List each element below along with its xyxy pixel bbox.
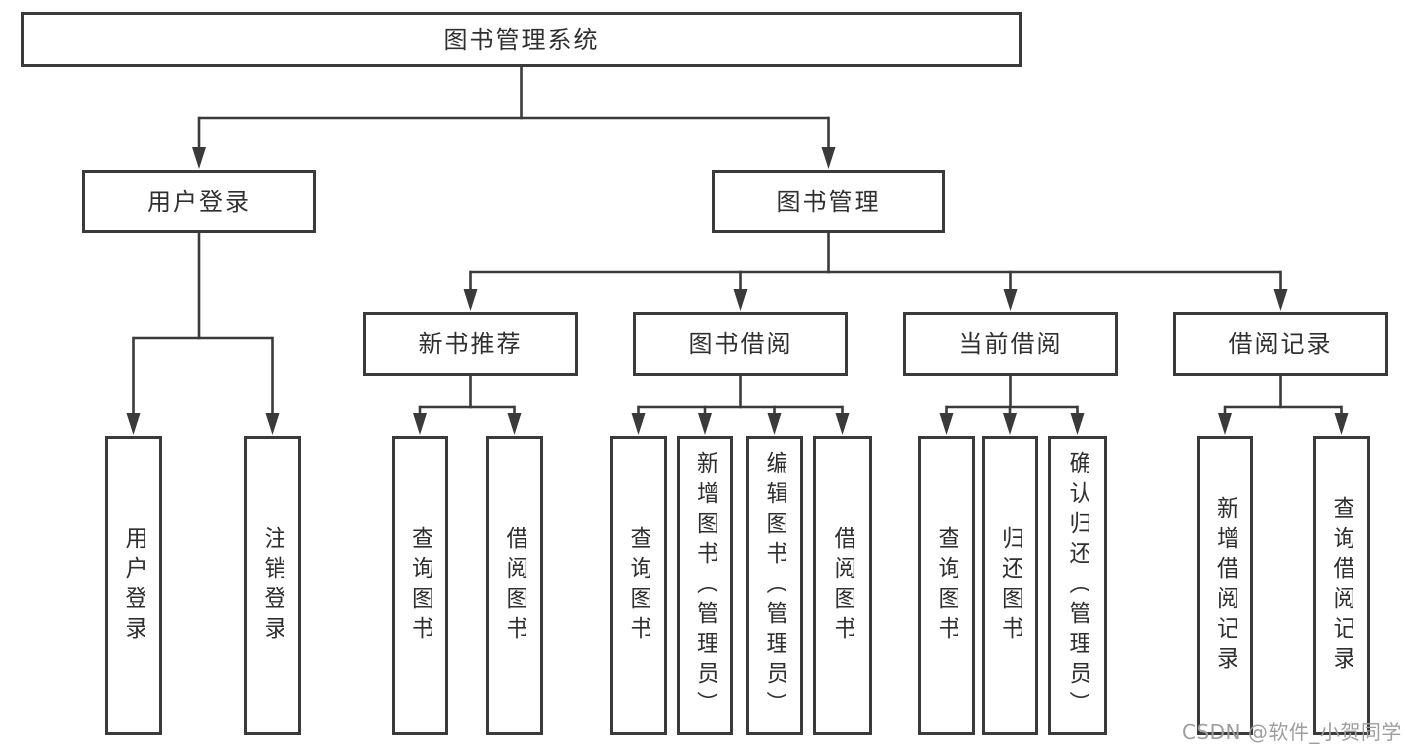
- leaf-borrow-books-recommend: 借阅图书: [486, 436, 543, 735]
- node-book-borrowing: 图书借阅: [633, 312, 848, 376]
- node-user-login: 用户登录: [82, 170, 316, 233]
- leaf-query-books-current: 查询图书: [918, 436, 975, 735]
- node-borrowing-records: 借阅记录: [1173, 312, 1388, 376]
- node-label: 新增图书（管理员）: [693, 450, 717, 721]
- node-label: 查询图书: [627, 525, 650, 646]
- node-library-management-system: 图书管理系统: [21, 12, 1022, 67]
- node-label: 借阅图书: [503, 525, 526, 646]
- leaf-add-books-admin: 新增图书（管理员）: [677, 436, 733, 735]
- leaf-edit-books-admin: 编辑图书（管理员）: [746, 436, 803, 735]
- node-label: 借阅记录: [1228, 330, 1333, 358]
- node-label: 用户登录: [122, 525, 145, 646]
- leaf-return-books: 归还图书: [982, 436, 1038, 735]
- node-label: 归还图书: [998, 525, 1022, 646]
- leaf-logout-login: 注销登录: [244, 436, 301, 735]
- node-label: 新书推荐: [418, 330, 523, 358]
- leaf-query-books-recommend: 查询图书: [392, 436, 448, 735]
- node-label: 确认归还（管理员）: [1066, 450, 1089, 721]
- leaf-query-books-borrow: 查询图书: [610, 436, 667, 735]
- node-current-borrowing: 当前借阅: [903, 312, 1118, 376]
- node-label: 当前借阅: [958, 330, 1063, 358]
- node-label: 注销登录: [261, 525, 284, 646]
- node-label: 图书管理: [776, 187, 881, 216]
- leaf-borrow-books: 借阅图书: [813, 436, 872, 735]
- leaf-query-borrow-record: 查询借阅记录: [1313, 436, 1370, 735]
- node-label: 新增借阅记录: [1213, 495, 1237, 676]
- node-new-book-recommendation: 新书推荐: [363, 312, 578, 376]
- node-label: 图书管理系统: [443, 25, 600, 54]
- node-label: 查询图书: [935, 525, 958, 646]
- node-label: 用户登录: [147, 187, 251, 216]
- leaf-user-login: 用户登录: [105, 436, 162, 735]
- node-label: 编辑图书（管理员）: [763, 450, 786, 721]
- node-label: 借阅图书: [831, 525, 854, 646]
- node-book-management: 图书管理: [712, 170, 945, 233]
- watermark: CSDN @软件_小贺同学: [1182, 720, 1402, 744]
- leaf-confirm-return-admin: 确认归还（管理员）: [1048, 436, 1107, 735]
- node-label: 查询图书: [408, 525, 432, 646]
- node-label: 查询借阅记录: [1330, 495, 1353, 676]
- node-label: 图书借阅: [688, 330, 793, 358]
- leaf-add-borrow-record: 新增借阅记录: [1197, 436, 1253, 735]
